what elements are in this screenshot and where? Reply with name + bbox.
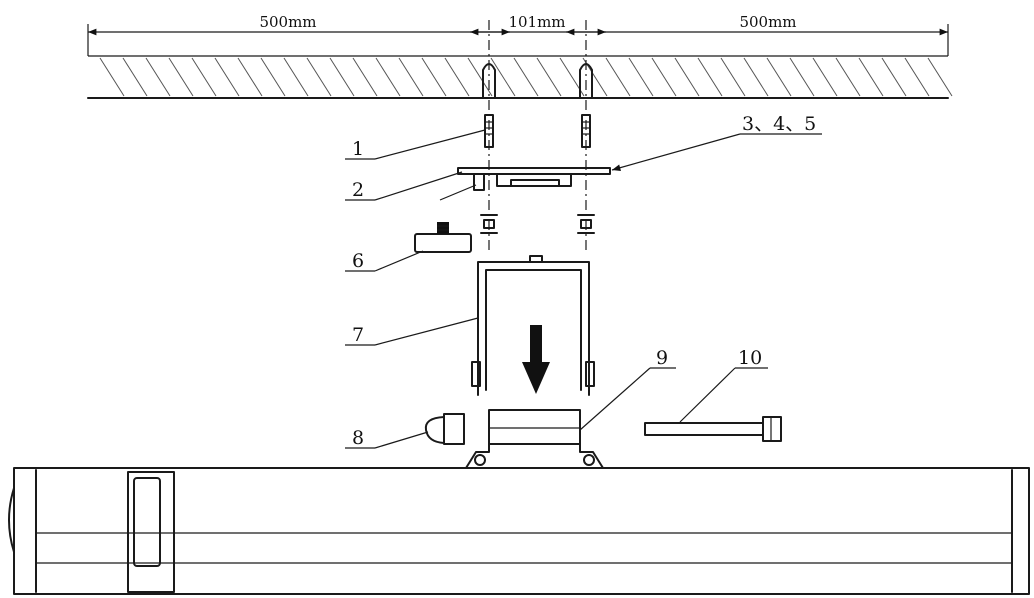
hatch-line xyxy=(858,57,884,97)
hatch-line xyxy=(352,57,378,97)
hatch-line xyxy=(145,57,171,97)
callout-7: 7 xyxy=(352,324,364,346)
hatch-line xyxy=(651,57,677,97)
dimension-middle-label: 101mm xyxy=(508,13,565,31)
callout-1: 1 xyxy=(352,138,364,160)
hatch-line xyxy=(444,57,470,97)
hatch-line xyxy=(306,57,332,97)
ceiling xyxy=(87,55,953,99)
hatch-line xyxy=(99,57,125,97)
ceiling-anchors xyxy=(482,63,593,99)
hatch-line xyxy=(421,57,447,97)
dimension-right-label: 500mm xyxy=(739,13,796,31)
hatch-line xyxy=(168,57,194,97)
part-10-bolt xyxy=(644,416,782,442)
hatch-line xyxy=(191,57,217,97)
hatch-line xyxy=(766,57,792,97)
down-arrow-icon xyxy=(522,325,550,394)
hatch-line xyxy=(674,57,700,97)
hatch-line xyxy=(904,57,930,97)
hatch-line xyxy=(536,57,562,97)
callout-3-4-5: 3、4、5 xyxy=(742,113,816,135)
callout-2: 2 xyxy=(352,179,364,201)
part-3-4-5-washers-nuts xyxy=(480,214,595,234)
hatch-line xyxy=(214,57,240,97)
part-8-cap-nut xyxy=(424,413,465,445)
hatch-line xyxy=(260,57,286,97)
callout-9: 9 xyxy=(656,347,668,369)
hatch-line xyxy=(605,57,631,97)
hatch-line xyxy=(467,57,493,97)
hatch-line xyxy=(812,57,838,97)
callout-10: 10 xyxy=(738,347,762,369)
hatch-line xyxy=(398,57,424,97)
hatch-line xyxy=(513,57,539,97)
part-6-knob xyxy=(414,222,472,253)
hatch-line xyxy=(881,57,907,97)
callout-6: 6 xyxy=(352,250,364,272)
hatch-line xyxy=(835,57,861,97)
hatch-line xyxy=(329,57,355,97)
part-1-anchor xyxy=(484,114,591,148)
part-9-clamp-base xyxy=(465,409,604,469)
hatch-line xyxy=(720,57,746,97)
hatch-line xyxy=(927,57,953,97)
hatch-line xyxy=(743,57,769,97)
hatch-line xyxy=(237,57,263,97)
ceiling-hatching xyxy=(99,57,953,97)
part-2-mounting-plate xyxy=(457,167,611,191)
hatch-line xyxy=(375,57,401,97)
callout-8: 8 xyxy=(352,427,364,449)
hatch-line xyxy=(697,57,723,97)
light-fixture-body xyxy=(8,467,1030,595)
hatch-line xyxy=(628,57,654,97)
hatch-line xyxy=(283,57,309,97)
callout-labels: 1 2 3、4、5 6 7 8 9 10 xyxy=(352,113,816,449)
dimension-line: 500mm 101mm 500mm xyxy=(87,13,949,56)
dimension-left-label: 500mm xyxy=(259,13,316,31)
leader-lines xyxy=(345,129,822,449)
hatch-line xyxy=(490,57,516,97)
part-7-u-bracket xyxy=(471,255,595,396)
hatch-line xyxy=(789,57,815,97)
hatch-line xyxy=(122,57,148,97)
